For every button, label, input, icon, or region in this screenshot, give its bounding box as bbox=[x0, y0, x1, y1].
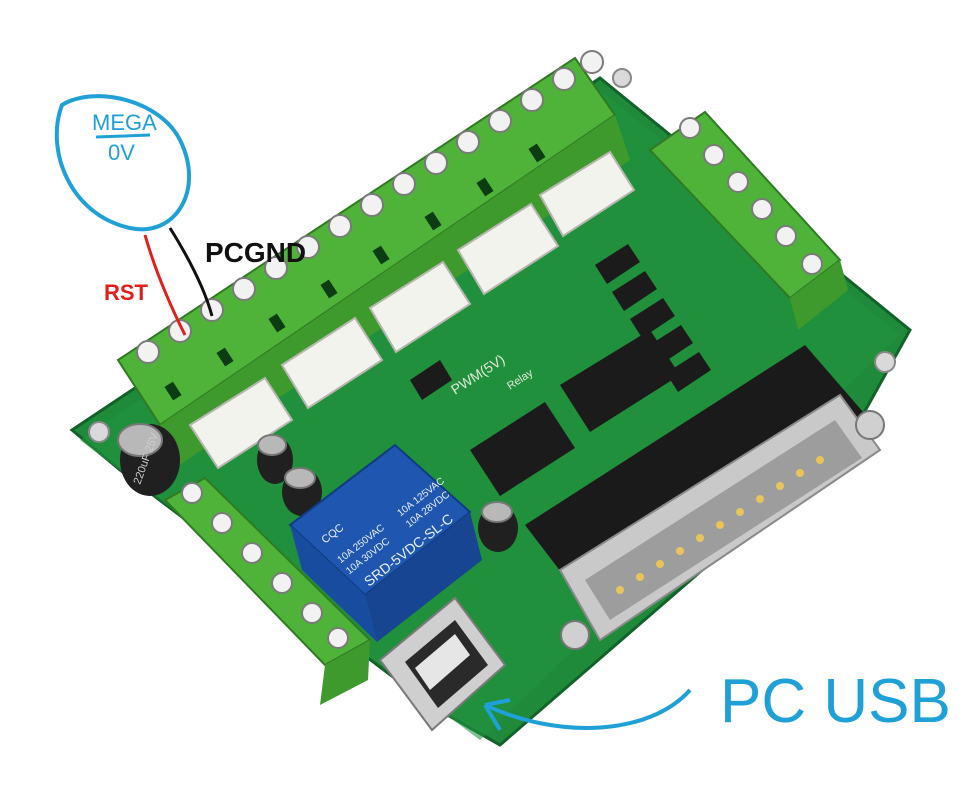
red-wire bbox=[143, 234, 187, 336]
mounting-hole bbox=[874, 351, 896, 373]
mounting-hole bbox=[612, 68, 632, 88]
capacitor-small bbox=[257, 434, 518, 552]
black-wire bbox=[168, 227, 214, 317]
jst-connectors bbox=[188, 150, 636, 470]
usb-arrow-head bbox=[483, 698, 511, 732]
bubble-divider bbox=[95, 133, 151, 139]
pcgnd-label: PCGND bbox=[205, 237, 306, 268]
terminal-block-right bbox=[648, 110, 848, 330]
rst-label: RST bbox=[104, 280, 149, 305]
usb-arrow bbox=[484, 688, 692, 730]
mounting-hole bbox=[88, 421, 110, 443]
usb-port bbox=[378, 596, 507, 732]
db25-connector bbox=[525, 345, 885, 650]
capacitor-large: 220uF 25V bbox=[117, 423, 180, 496]
bubble-text-bottom: 0V bbox=[108, 140, 135, 165]
annotation-bubble: MEGA 0V bbox=[54, 94, 192, 232]
terminal-block-left bbox=[163, 476, 372, 705]
ic-chips bbox=[410, 244, 711, 496]
relay: CQC 10A 250VAC 10A 30VDC 10A 125VAC 10A … bbox=[288, 443, 482, 642]
bubble-text-top: MEGA bbox=[92, 110, 157, 135]
pc-usb-label: PC USB bbox=[720, 667, 951, 736]
